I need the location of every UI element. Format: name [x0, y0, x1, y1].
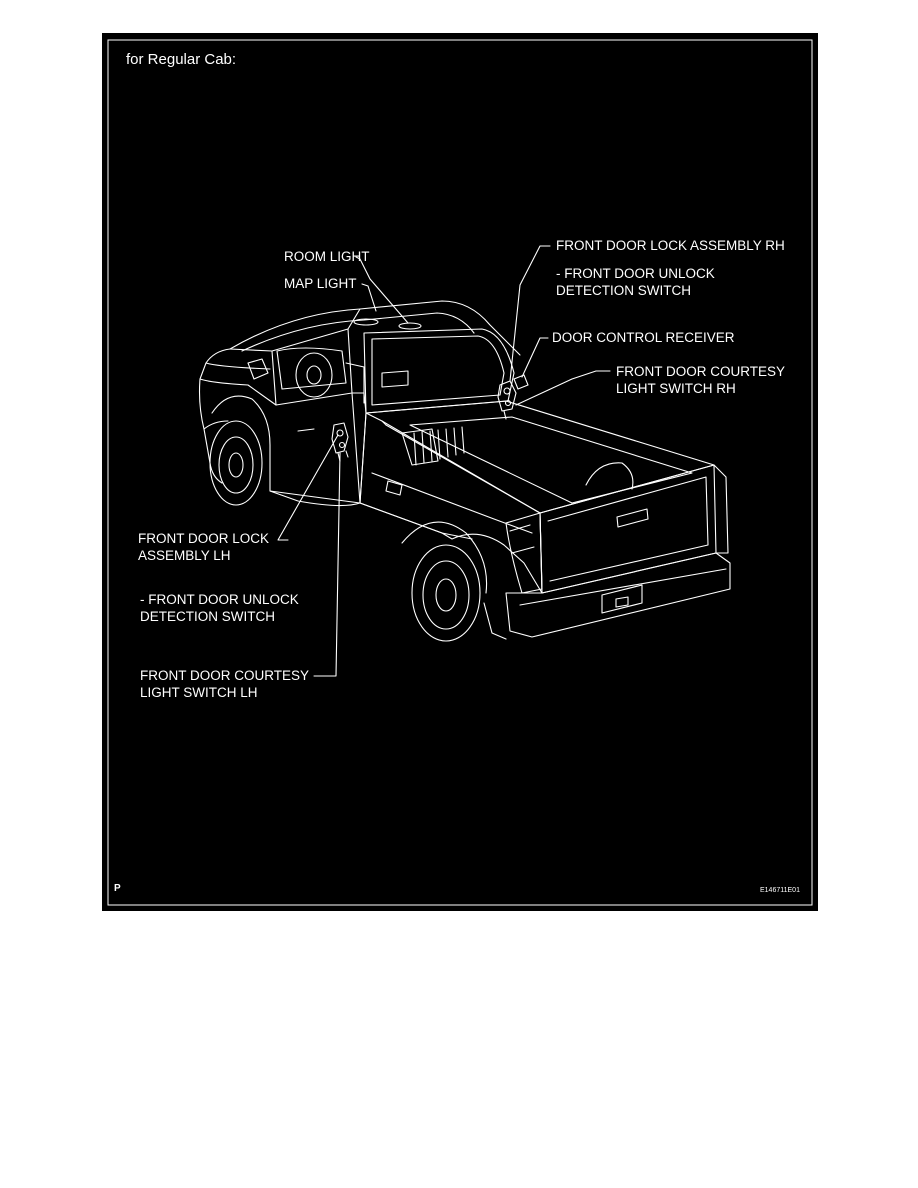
- driver-door: [269, 392, 361, 507]
- page-letter: P: [114, 883, 121, 894]
- steering-wheel: [295, 352, 333, 398]
- tailgate-handle: [616, 508, 649, 528]
- label-front-door-lock-rh: FRONT DOOR LOCK ASSEMBLY RH: [556, 238, 785, 253]
- label-courtesy-rh-2: LIGHT SWITCH RH: [616, 381, 736, 396]
- tailgate: [539, 464, 717, 594]
- door-control-receiver-part: [513, 374, 529, 390]
- inner-border: [107, 39, 813, 906]
- leader-courtesy-rh: [515, 370, 611, 406]
- leader-courtesy-lh: [313, 452, 341, 677]
- bed-rail-near: [365, 412, 715, 514]
- front-wheel: [209, 420, 263, 506]
- label-room-light: ROOM LIGHT: [284, 249, 370, 264]
- rear-window: [363, 328, 515, 414]
- label-courtesy-rh-1: FRONT DOOR COURTESY: [616, 364, 786, 379]
- leader-lock-rh: [509, 245, 551, 382]
- label-unlock-switch-rh-1: - FRONT DOOR UNLOCK: [556, 266, 715, 281]
- figure-code: E146711E01: [760, 887, 800, 894]
- front-door-lock-rh-part: [497, 380, 517, 420]
- label-courtesy-lh-1: FRONT DOOR COURTESY: [140, 668, 310, 683]
- rear-wheel: [411, 544, 481, 642]
- leader-map-light: [361, 283, 377, 312]
- leader-room-light: [355, 256, 409, 324]
- label-unlock-switch-lh-1: - FRONT DOOR UNLOCK: [140, 592, 299, 607]
- windshield: [229, 308, 361, 352]
- truck-illustration: [107, 39, 813, 906]
- label-unlock-switch-lh-2: DETECTION SWITCH: [140, 609, 275, 624]
- rear-bumper: [505, 552, 731, 638]
- bed-side-panel: [359, 412, 543, 594]
- label-map-light: MAP LIGHT: [284, 276, 357, 291]
- room-light-lens: [398, 322, 422, 330]
- side-mirror: [247, 358, 269, 380]
- label-front-door-lock-lh-2: ASSEMBLY LH: [138, 548, 231, 563]
- map-light-lens: [353, 318, 379, 326]
- leader-receiver: [521, 337, 549, 378]
- label-courtesy-lh-2: LIGHT SWITCH LH: [140, 685, 258, 700]
- label-front-door-lock-lh-1: FRONT DOOR LOCK: [138, 531, 270, 546]
- rear-wheel-arch: [401, 521, 488, 594]
- label-unlock-switch-rh-2: DETECTION SWITCH: [556, 283, 691, 298]
- bed-floor: [409, 416, 693, 504]
- front-wheel-arch: [211, 395, 271, 446]
- diagram-title: for Regular Cab:: [126, 51, 237, 68]
- diagram-panel: for Regular Cab: ROOM LIGHT MAP LIGHT FR…: [102, 33, 818, 911]
- bed-rail-left: [365, 400, 715, 466]
- leader-lock-lh: [277, 434, 339, 541]
- label-door-control-receiver: DOOR CONTROL RECEIVER: [552, 330, 735, 345]
- tail-light-left: [505, 512, 543, 594]
